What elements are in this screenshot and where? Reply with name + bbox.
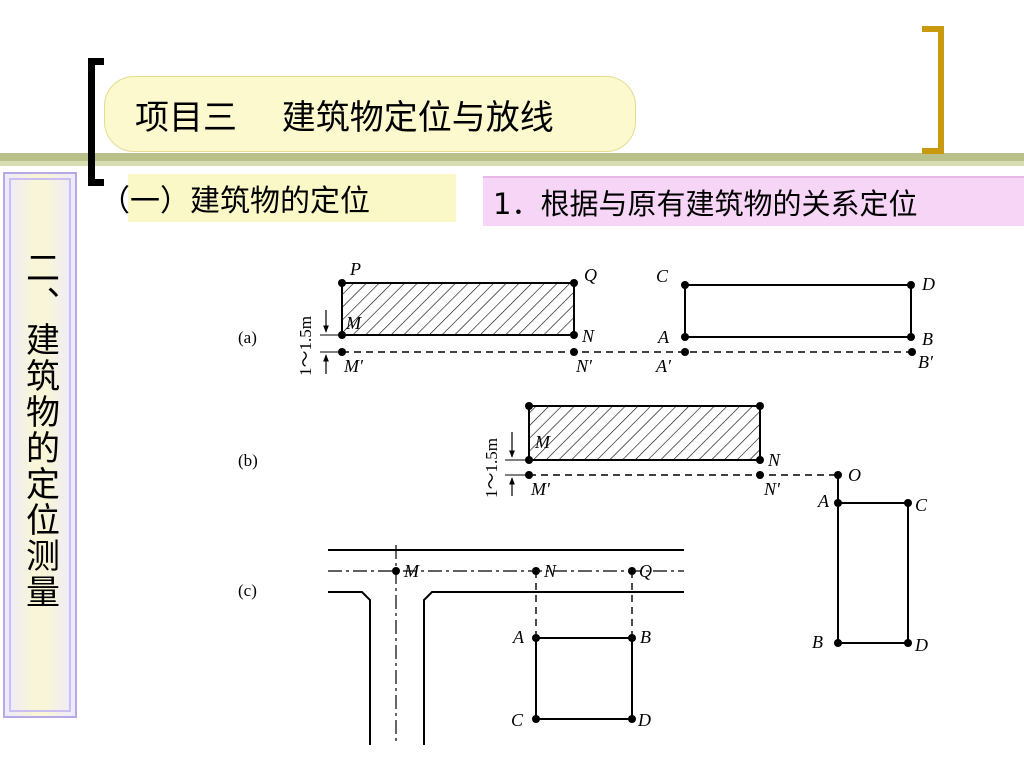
side-panel: 二、建筑物的定位测量	[3, 172, 77, 718]
tag-c: (c)	[238, 581, 257, 600]
existing-building-b	[528, 405, 761, 461]
point-label: M	[345, 313, 362, 333]
right-bracket	[922, 26, 944, 154]
section-highlight	[128, 174, 456, 222]
point-label: M′	[530, 479, 551, 499]
point-label: N	[767, 450, 781, 470]
point-label: A	[512, 627, 525, 647]
point-label: C	[511, 710, 524, 730]
side-panel-frame	[9, 178, 71, 712]
road-edge-right	[423, 591, 684, 745]
method-label: 1．根据与原有建筑物的关系定位	[493, 187, 918, 221]
left-bracket	[88, 58, 104, 186]
tag-a: (a)	[238, 328, 257, 347]
point-label: Q	[639, 561, 652, 581]
header-band-light	[0, 161, 1024, 166]
point-label: B′	[918, 352, 934, 372]
point-label: M′	[343, 356, 364, 376]
method-box: 1．根据与原有建筑物的关系定位	[483, 176, 1024, 226]
point-label: P	[349, 259, 361, 279]
point-label: A	[817, 491, 830, 511]
point-label: B	[922, 329, 933, 349]
point-label: C	[656, 266, 669, 286]
road-edge-left	[328, 591, 371, 745]
point-label: M	[403, 561, 420, 581]
header-band	[0, 153, 1024, 161]
title-box: 项目三 建筑物定位与放线	[104, 76, 636, 152]
point-label: B	[640, 627, 651, 647]
new-building-a	[684, 284, 912, 338]
point-label: D	[637, 710, 651, 730]
point-label: Q	[584, 265, 597, 285]
point-label: D	[921, 274, 935, 294]
point-label: N′	[763, 479, 781, 499]
point-label: N	[581, 326, 595, 346]
point-label: B	[812, 632, 823, 652]
slide-title: 项目三 建筑物定位与放线	[135, 97, 554, 138]
tag-b: (b)	[238, 451, 258, 470]
point-label: C	[915, 495, 928, 515]
point-label: O	[848, 465, 861, 485]
distance-label-b: 1～1.5m	[482, 438, 501, 498]
point-label: A	[657, 327, 670, 347]
section-label: （一）建筑物的定位	[100, 184, 370, 219]
point-label: N	[543, 561, 557, 581]
point-label: N′	[575, 356, 593, 376]
distance-label-a: 1～1.5m	[296, 316, 315, 376]
existing-building-a	[341, 282, 575, 336]
new-building-b	[837, 502, 909, 644]
point-label: D	[914, 635, 928, 655]
new-building-c	[535, 637, 633, 720]
point-label: A′	[655, 356, 672, 376]
point-label: M	[534, 432, 551, 452]
side-label: 二、建筑物的定位测量	[19, 250, 60, 610]
